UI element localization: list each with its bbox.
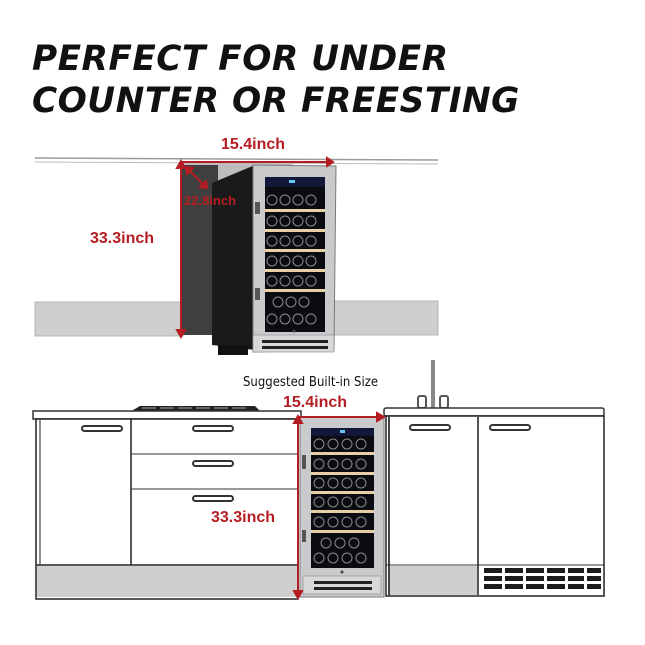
wine-fridge-illustration (299, 416, 385, 598)
fridge-side (212, 165, 255, 350)
freestanding-height-label: 33.3inch (90, 230, 155, 247)
headline-line-2: COUNTER OR FREESTING (32, 81, 520, 121)
freestanding-depth-label: 22.8inch (184, 193, 237, 208)
dimension-arrow-icon (292, 411, 387, 601)
built-in-caption: Suggested Built-in Size (243, 375, 379, 390)
headline-line-1: PERFECT FOR UNDER (32, 39, 449, 79)
dimension-arrow-icon (175, 156, 335, 340)
vent-grille (484, 568, 601, 589)
built-in-height-label: 33.3inch (211, 509, 276, 526)
faucet-icon (417, 360, 449, 409)
built-in-width-label: 15.4inch (283, 394, 348, 411)
freestanding-width-label: 15.4inch (221, 136, 286, 153)
